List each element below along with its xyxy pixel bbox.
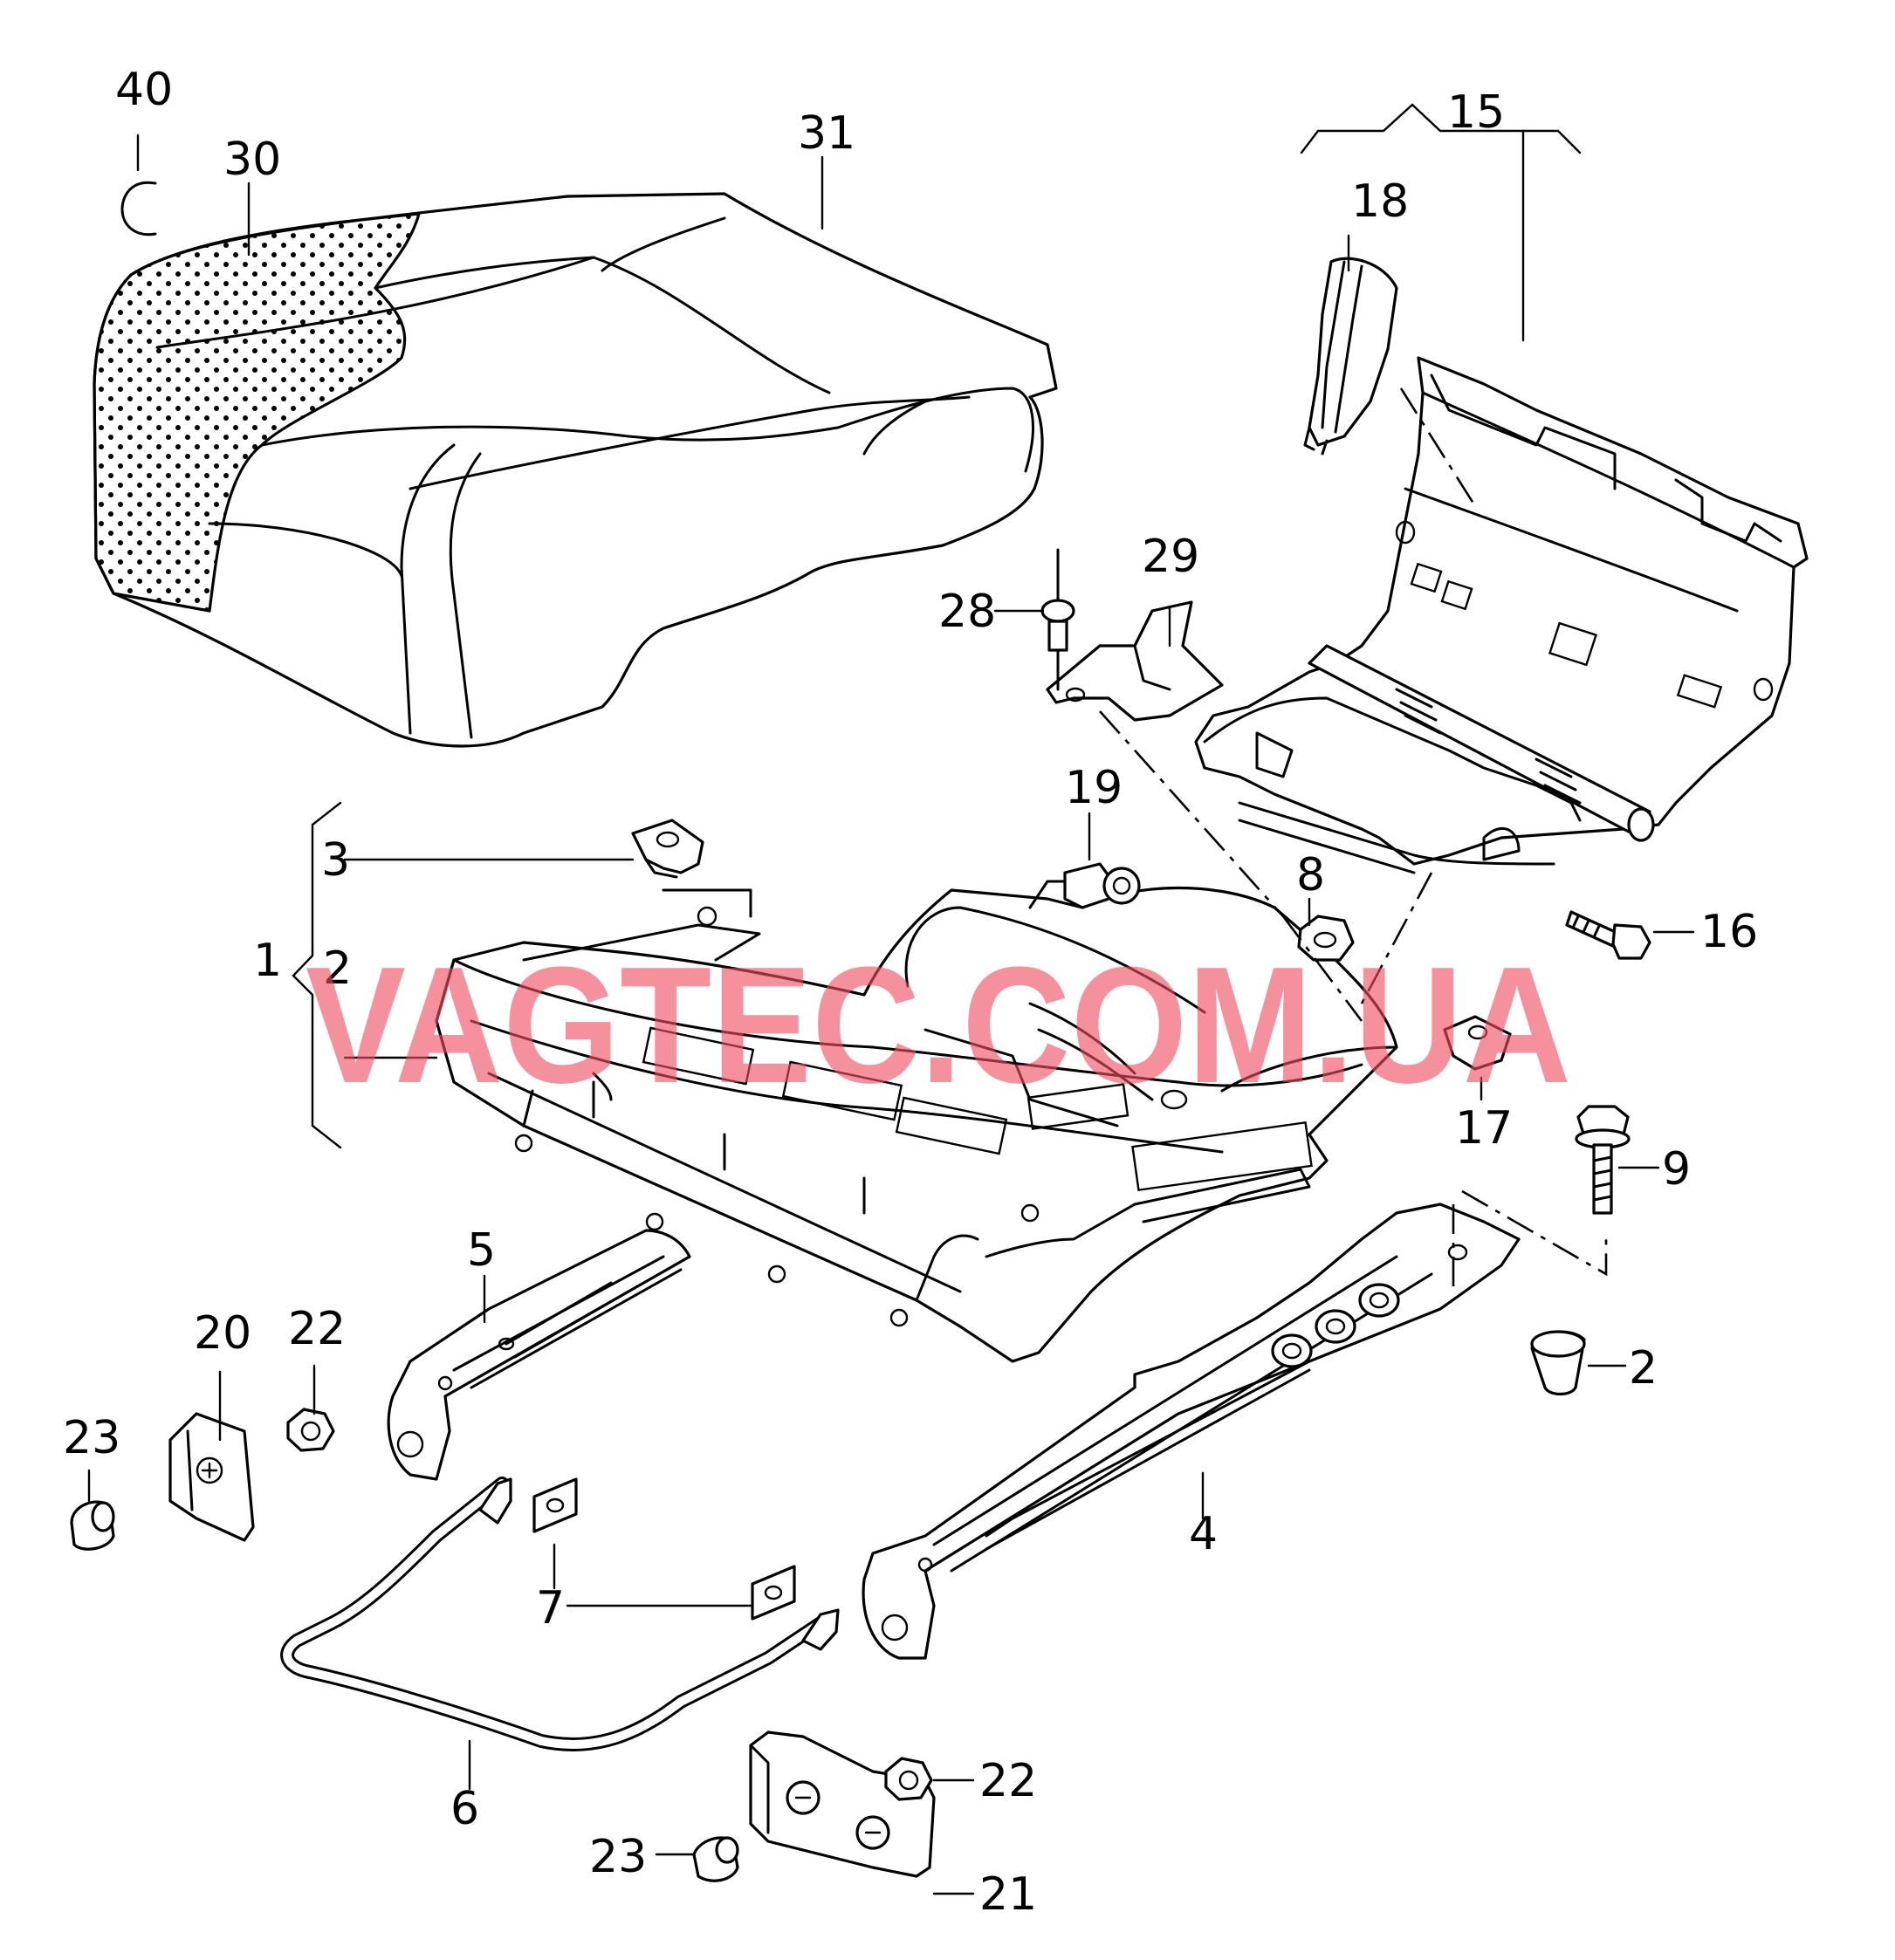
trim-cover-21	[749, 1730, 936, 1878]
label-2-stop: 2	[1629, 1342, 1658, 1395]
label-22-bottom: 22	[979, 1755, 1037, 1807]
watermark: VAGTEC.COM.UA	[306, 933, 1571, 1118]
clip-nut-17	[1443, 1015, 1512, 1071]
label-3: 3	[321, 834, 350, 887]
seat-cushion-cover	[93, 192, 1058, 748]
plug-23b	[692, 1836, 739, 1882]
label-8: 8	[1296, 849, 1325, 901]
bolt-16	[1565, 910, 1651, 960]
label-30: 30	[223, 134, 281, 186]
label-15: 15	[1447, 86, 1505, 139]
label-40: 40	[115, 64, 173, 116]
label-9: 9	[1662, 1143, 1691, 1196]
label-1: 1	[253, 935, 282, 987]
label-19: 19	[1065, 762, 1123, 814]
backrest-frame	[1194, 356, 1809, 874]
assembly-lines	[1099, 387, 1608, 1292]
label-17: 17	[1455, 1102, 1513, 1155]
clip-19	[1028, 862, 1141, 909]
wire-frame-6	[280, 1477, 840, 1751]
nut-8	[1297, 915, 1355, 962]
label-2-frame: 2	[323, 942, 352, 995]
label-7: 7	[536, 1582, 565, 1634]
bracket-29	[1046, 600, 1224, 722]
clip-nut-3	[631, 819, 704, 879]
leader-lines	[87, 103, 1695, 1895]
rivet-28	[1040, 548, 1075, 691]
label-31: 31	[798, 107, 855, 160]
label-6: 6	[450, 1783, 479, 1835]
seat-rail-5	[387, 1229, 691, 1481]
clip-40-symbol	[120, 181, 157, 236]
label-5: 5	[467, 1224, 496, 1277]
label-23-bottom: 23	[589, 1831, 647, 1883]
plug-23a	[70, 1500, 115, 1551]
label-20: 20	[194, 1307, 251, 1360]
label-22-top: 22	[288, 1303, 346, 1355]
label-23-top: 23	[63, 1412, 120, 1464]
perforated-panel	[93, 212, 421, 613]
label-18: 18	[1351, 175, 1409, 228]
label-21: 21	[979, 1868, 1037, 1921]
seat-rail-4	[862, 1203, 1521, 1660]
label-16: 16	[1700, 906, 1758, 958]
nut-22a	[286, 1408, 335, 1452]
release-handle-18	[1303, 257, 1398, 456]
bump-stop-2	[1530, 1330, 1586, 1396]
label-28: 28	[938, 586, 996, 638]
part-labels: 40 30 31 15 18 29 28 19 8 16 3 1 2 17 9 …	[63, 64, 1758, 1921]
seat-frame	[435, 886, 1398, 1363]
pad-7	[532, 1477, 796, 1621]
label-4: 4	[1189, 1508, 1218, 1560]
nut-22b	[884, 1757, 933, 1801]
trim-cover-20	[168, 1412, 255, 1542]
bolt-9	[1575, 1105, 1631, 1215]
label-29: 29	[1142, 531, 1199, 583]
